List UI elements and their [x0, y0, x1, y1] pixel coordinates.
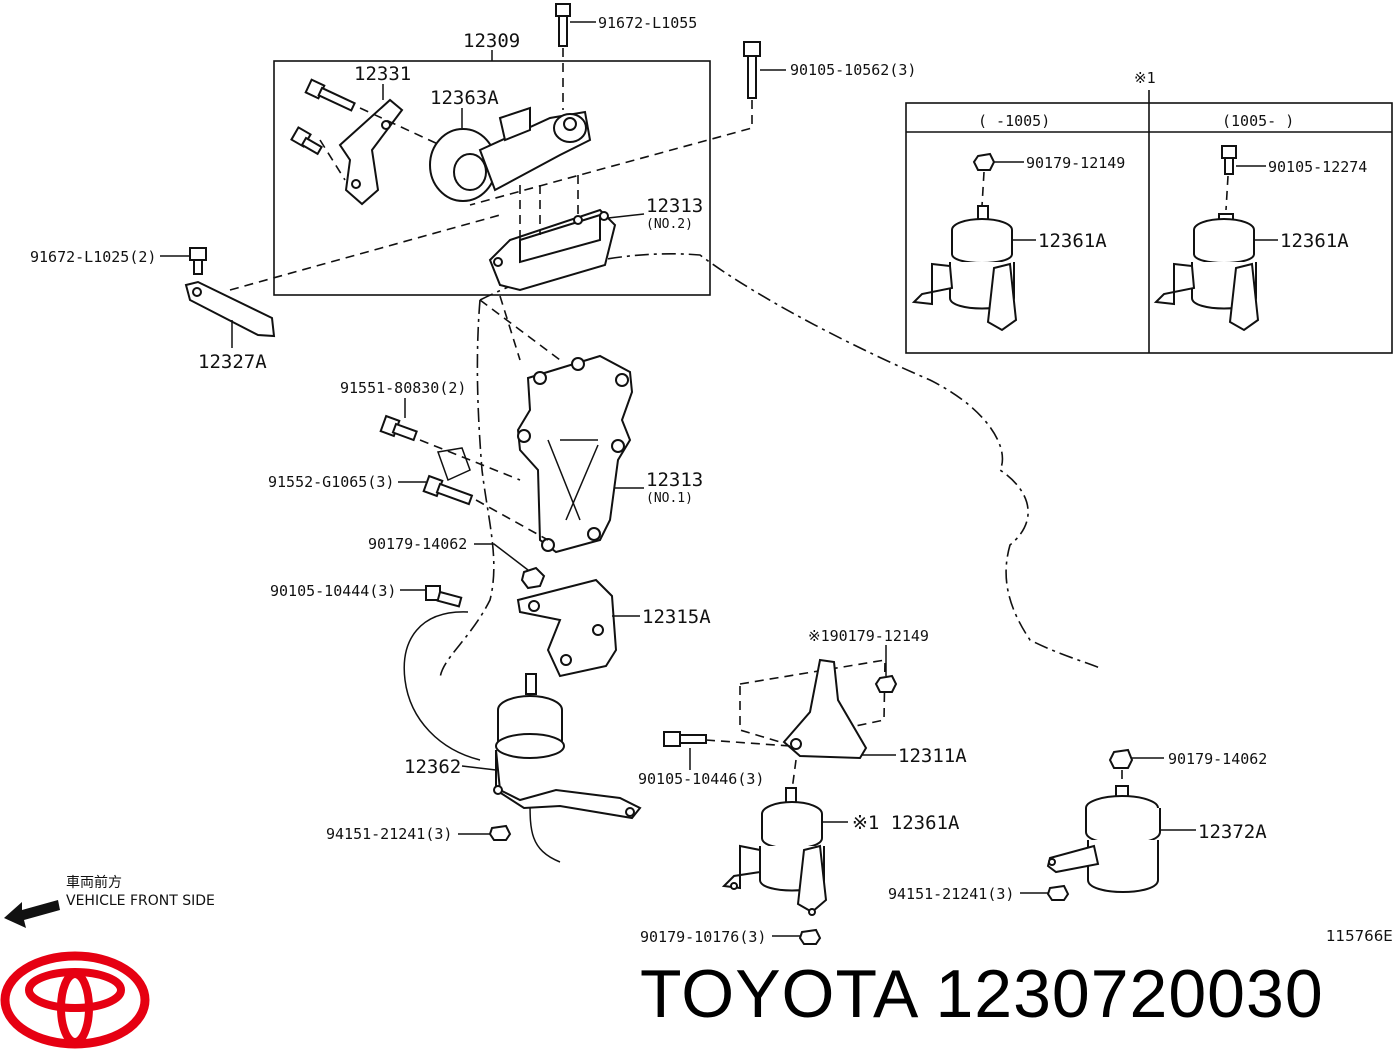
brand-title: TOYOTA 1230720030 — [640, 955, 1324, 1033]
inset-left-bolt-label: 90179-12149 — [1026, 154, 1125, 172]
bolt-90105-10444 — [400, 585, 463, 608]
inset-right-mount-label: 12361A — [1280, 230, 1349, 252]
label-91672-L1025: 91672-L1025(2) — [30, 248, 156, 266]
nut-90179-14062-a — [474, 543, 546, 590]
bracket-12315A — [516, 578, 640, 678]
inset-left-mount-label: 12361A — [1038, 230, 1107, 252]
label-91672-L1055: 91672-L1055 — [598, 14, 697, 32]
bracket-12331 — [338, 84, 404, 206]
label-94151-21241-b: 94151-21241(3) — [888, 885, 1014, 903]
mount-12362 — [461, 673, 642, 820]
mount-12372A — [1046, 748, 1196, 893]
label-91552-G1065: 91552-G1065(3) — [268, 473, 394, 491]
inset-right-bolt-label: 90105-12274 — [1268, 158, 1367, 176]
label-90105-10446: 90105-10446(3) — [638, 770, 764, 788]
bracket-12311A — [782, 658, 896, 760]
label-12309: 12309 — [463, 30, 520, 52]
label-12311A: 12311A — [898, 745, 967, 767]
label-12327A: 12327A — [198, 351, 267, 373]
bolt-90105-10562 — [743, 41, 786, 99]
vehicle-front-japanese: 車両前方 — [66, 875, 122, 891]
bolt-90105-10446 — [663, 731, 707, 770]
transaxle-outline — [403, 611, 481, 761]
label-90179-10176: 90179-10176(3) — [640, 928, 766, 946]
bracket-12327A — [184, 280, 276, 348]
bolt-91551-80830 — [379, 398, 418, 442]
nut-94151-21241-a — [458, 824, 512, 841]
engine-outline — [479, 253, 1101, 669]
label-94151-21241-a: 94151-21241(3) — [326, 825, 452, 843]
label-90105-10562: 90105-10562(3) — [790, 61, 916, 79]
inset-right-header: (1005- ) — [1222, 112, 1294, 130]
label-12361A-lower: ※1 12361A — [852, 812, 960, 834]
label-12372A: 12372A — [1198, 821, 1267, 843]
part-number: 1230720030 — [935, 956, 1324, 1032]
label-12313-no2: 12313 — [646, 195, 703, 217]
toyota-logo — [0, 951, 150, 1049]
vehicle-front-english: VEHICLE FRONT SIDE — [66, 893, 215, 909]
bolt-12331-upper — [304, 78, 356, 112]
reference-code: 115766E — [1326, 927, 1393, 945]
label-12313-no1: 12313 — [646, 469, 703, 491]
bracket-12313-no1 — [516, 354, 644, 554]
nut-94151-21241-b — [1020, 884, 1070, 901]
label-12315A: 12315A — [642, 606, 711, 628]
inset-left-header: ( -1005) — [978, 112, 1050, 130]
label-91551-80830: 91551-80830(2) — [340, 379, 466, 397]
label-12331: 12331 — [354, 63, 411, 85]
label-90179-14062-b: 90179-14062 — [1168, 750, 1267, 768]
bolt-91552-G1065 — [398, 474, 474, 506]
label-12362: 12362 — [404, 756, 461, 778]
inset-variant-table — [905, 90, 1393, 354]
label-90105-10444: 90105-10444(3) — [270, 582, 396, 600]
nut-90179-10176 — [772, 928, 822, 945]
transaxle-lower — [529, 799, 561, 863]
label-12313-no2-sub: (NO.2) — [646, 217, 693, 232]
label-12363A: 12363A — [430, 87, 499, 109]
brand-name: TOYOTA — [640, 956, 916, 1032]
label-90179-12149-b: ※190179-12149 — [808, 627, 929, 645]
mount-12361A-lower — [721, 787, 848, 916]
bolt-91672-L1025 — [160, 247, 207, 275]
bracket-12313-no2 — [488, 208, 645, 292]
bolt-12331-lower — [290, 126, 323, 156]
label-90179-14062-a: 90179-14062 — [368, 535, 467, 553]
engine-outline-lower — [439, 299, 495, 681]
vehicle-front-arrow-icon — [4, 900, 60, 928]
nut-90179-12149-b — [874, 645, 898, 693]
label-12313-no1-sub: (NO.1) — [646, 491, 693, 506]
inset-marker: ※1 — [1134, 69, 1156, 87]
bolt-91672-L1055 — [555, 3, 596, 47]
torque-rod-12363A — [429, 106, 592, 202]
